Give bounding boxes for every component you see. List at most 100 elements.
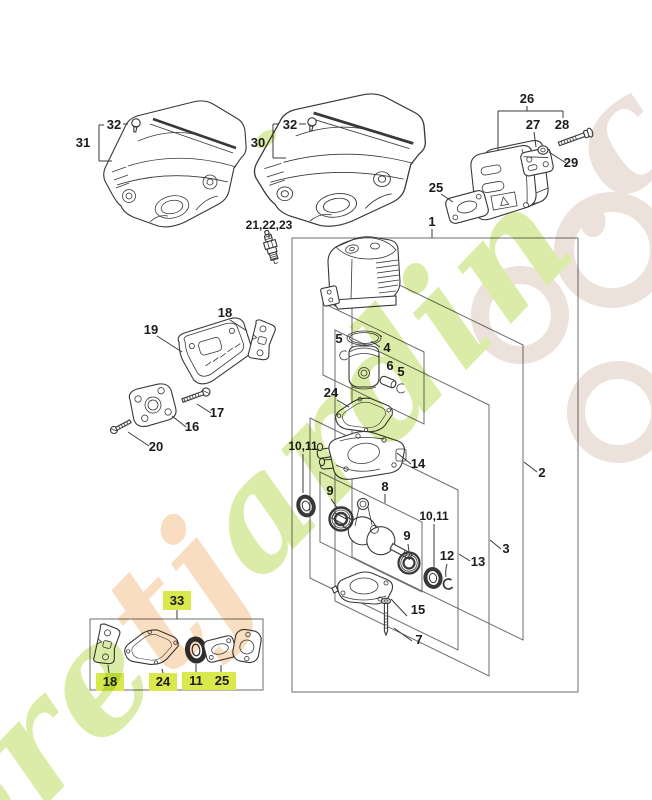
leader-15 — [390, 598, 408, 617]
leader-9-right — [407, 543, 410, 553]
callout-20: 20 — [149, 439, 163, 454]
watermark-swirl-3 — [567, 361, 652, 463]
callout-5-left: 5 — [335, 331, 342, 346]
callout-17: 17 — [210, 405, 224, 420]
assembly-box-13 — [309, 417, 459, 651]
leader-24-piston — [336, 399, 350, 408]
muffler-bracket-plate-27-drawing — [520, 147, 554, 177]
leader-13 — [458, 553, 471, 562]
leader-3 — [489, 539, 502, 550]
muffler-gasket-25-drawing — [445, 190, 489, 224]
screw-20-drawing — [109, 419, 132, 435]
oil-seal-1011-left-drawing — [296, 494, 316, 518]
crankshaft-8-drawing — [330, 497, 414, 561]
callout-6: 6 — [386, 358, 393, 373]
cylinder-drawing — [320, 236, 401, 310]
callout-12: 12 — [440, 548, 454, 563]
cylinder-gasket-24-drawing — [335, 397, 393, 433]
piston-drawing — [348, 345, 380, 390]
part-drawings — [93, 92, 594, 665]
callout-5-right: 5 — [397, 364, 404, 379]
oil-seal-1011-right-drawing — [423, 567, 443, 589]
callout-14: 14 — [411, 456, 426, 471]
callout-27: 27 — [526, 117, 540, 132]
bearing-9-right-drawing — [397, 551, 421, 575]
leader-29 — [548, 151, 567, 164]
callout-1: 1 — [428, 214, 435, 229]
assembly-box-3 — [334, 329, 490, 677]
set-gasket-24-drawing — [124, 629, 179, 665]
callout-25-muffler: 25 — [429, 180, 443, 195]
highlight-25 — [209, 672, 236, 690]
callout-3: 3 — [502, 541, 509, 556]
assembly-box-8 — [319, 471, 423, 593]
leader-20 — [127, 431, 150, 447]
callout-1011-right: 10,11 — [419, 509, 449, 523]
heat-shield-19-drawing — [177, 317, 252, 385]
screw-7-drawing — [380, 597, 392, 637]
piston-kit-box — [322, 302, 425, 425]
callout-19: 19 — [144, 322, 158, 337]
leader-set-24 — [161, 668, 164, 674]
leader-set-18 — [107, 664, 110, 674]
spark-plug-drawing — [262, 229, 279, 265]
crankcase-upper-14-drawing — [316, 430, 407, 480]
bearing-9-left-drawing — [328, 506, 354, 532]
callout-16: 16 — [185, 419, 199, 434]
callout-30: 30 — [251, 135, 265, 150]
callout-9-left: 9 — [326, 483, 333, 498]
set-flange-gasket-drawing — [232, 628, 262, 664]
callout-31: 31 — [76, 135, 90, 150]
screw-17-drawing — [181, 387, 211, 403]
circlip-5-right-drawing — [396, 383, 405, 394]
callout-2: 2 — [538, 465, 545, 480]
leader-9-left — [330, 498, 339, 510]
leader-25-muffler — [440, 193, 454, 203]
highlight-11 — [182, 672, 209, 690]
callout-24-set: 24 — [156, 674, 171, 689]
washer-29-drawing — [537, 145, 549, 155]
assembly-box-1 — [291, 237, 579, 693]
leader-18 — [229, 319, 248, 332]
callout-13: 13 — [471, 554, 485, 569]
callout-32-left: 32 — [107, 117, 121, 132]
leader-4 — [370, 340, 381, 348]
watermark-swirl-1 — [554, 192, 652, 308]
leader-27 — [533, 131, 537, 148]
bracket-31 — [98, 124, 112, 162]
leader-16 — [171, 415, 187, 428]
highlight-24 — [149, 673, 177, 691]
callout-18-left: 18 — [218, 305, 232, 320]
leader-12 — [445, 563, 448, 578]
highlight-18 — [96, 673, 124, 691]
engine-cover-31-drawing — [102, 99, 248, 229]
leader-2 — [523, 461, 538, 473]
callout-11-set: 11 — [189, 673, 203, 688]
callout-8: 8 — [381, 479, 388, 494]
callout-15: 15 — [411, 602, 425, 617]
callout-18-set: 18 — [103, 674, 117, 689]
callout-26: 26 — [520, 91, 534, 106]
leader-17 — [196, 403, 212, 414]
set-gasket-18-drawing — [93, 623, 121, 665]
engine-cover-30-drawing — [252, 92, 427, 228]
callout-7: 7 — [415, 632, 422, 647]
gasket-18-drawing — [247, 319, 276, 361]
callout-24-piston: 24 — [324, 385, 339, 400]
leader-14 — [396, 452, 412, 465]
callout-25-set: 25 — [215, 673, 229, 688]
highlight-33 — [163, 591, 191, 610]
leader-7 — [393, 627, 413, 642]
callout-21-22-23: 21,22,23 — [246, 218, 293, 232]
leader-19 — [156, 335, 183, 353]
callout-28: 28 — [555, 117, 569, 132]
bracket-26 — [497, 106, 564, 150]
set-muffler-gasket-25-drawing — [203, 635, 237, 663]
callout-29: 29 — [564, 155, 578, 170]
callout-9-right: 9 — [403, 528, 410, 543]
circlip-12-drawing — [442, 578, 454, 590]
piston-pin-6-drawing — [379, 375, 397, 389]
circlip-5-left-drawing — [339, 350, 348, 361]
leader-lines — [98, 106, 567, 674]
